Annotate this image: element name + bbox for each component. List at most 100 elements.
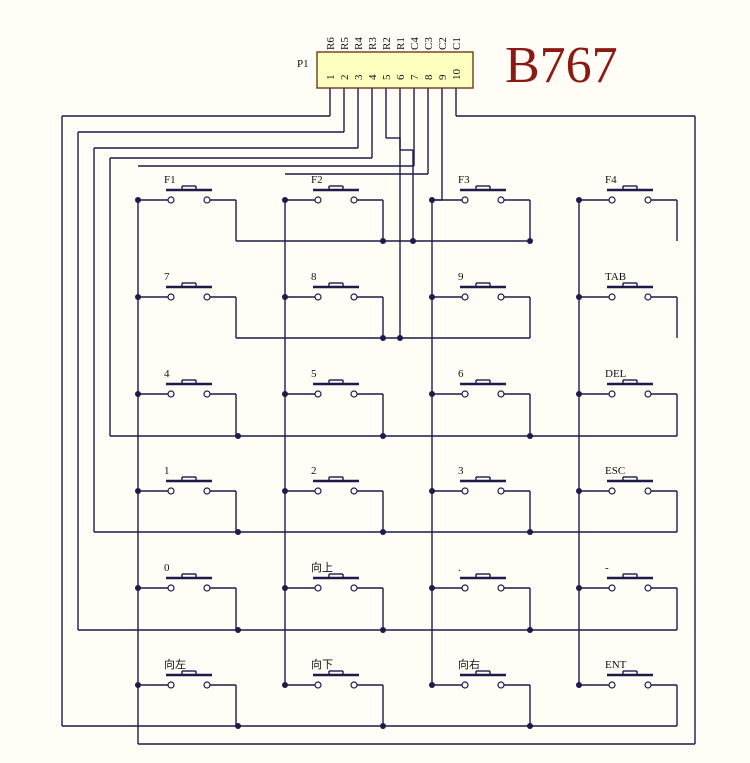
key-label: ESC	[605, 465, 625, 477]
key-label: 1	[164, 465, 170, 477]
contact	[350, 487, 358, 495]
pin-number: 9	[437, 74, 449, 80]
pin-number: 4	[367, 74, 379, 80]
contact	[350, 293, 358, 301]
wires	[61, 88, 696, 745]
contact	[644, 196, 652, 204]
key-5-2: 向右	[432, 657, 531, 726]
contact	[461, 293, 469, 301]
contact	[497, 681, 505, 689]
pin-number: 7	[409, 74, 421, 80]
contact	[167, 293, 175, 301]
contact	[203, 390, 211, 398]
key-label: 向左	[164, 657, 186, 671]
contact	[350, 390, 358, 398]
contact	[497, 487, 505, 495]
key-4-3: -	[579, 562, 678, 630]
pin-number: 8	[423, 74, 435, 80]
contact	[497, 293, 505, 301]
key-label: 向下	[311, 657, 333, 671]
key-5-1: 向下	[285, 657, 384, 726]
key-5-3: ENT	[579, 659, 678, 726]
pin-name: C1	[451, 37, 463, 50]
key-label: F3	[458, 174, 470, 186]
pin-name: R4	[353, 37, 365, 50]
key-1-3: TAB	[579, 271, 678, 338]
key-3-1: 2	[285, 465, 384, 532]
key-label: 0	[164, 562, 170, 574]
contact	[461, 681, 469, 689]
key-2-1: 5	[285, 368, 384, 436]
contact	[644, 584, 652, 592]
contact	[203, 584, 211, 592]
contact	[350, 196, 358, 204]
key-3-3: ESC	[579, 465, 678, 532]
key-2-0: 4	[138, 368, 237, 436]
key-label: F1	[164, 174, 176, 186]
pin-number: 5	[381, 74, 393, 80]
contact	[314, 293, 322, 301]
contact	[203, 293, 211, 301]
key-0-3: F4	[579, 174, 678, 241]
key-label: F4	[605, 174, 617, 186]
contact	[314, 196, 322, 204]
junction-dot	[397, 335, 403, 341]
contact	[350, 681, 358, 689]
key-0-1: F2	[285, 174, 384, 241]
key-label: F2	[311, 174, 323, 186]
key-label: ENT	[605, 659, 627, 671]
key-5-0: 向左	[138, 657, 237, 726]
key-label: 9	[458, 271, 464, 283]
contact	[644, 390, 652, 398]
key-1-2: 9	[432, 271, 531, 338]
contact	[497, 196, 505, 204]
contact	[461, 390, 469, 398]
contact	[167, 487, 175, 495]
key-label: TAB	[605, 271, 626, 283]
key-4-0: 0	[138, 562, 237, 630]
key-2-2: 6	[432, 368, 531, 436]
buttons: F1 F2 F3 F4 7 8 9 TAB 4 5 6 DEL 1 2 3 ESC 0 向上. - 向左 向下 向右 ENT	[138, 174, 678, 726]
pin-number: 2	[339, 75, 351, 81]
key-label: -	[605, 562, 609, 574]
key-0-2: F3	[432, 174, 531, 241]
contact	[497, 390, 505, 398]
key-4-2: .	[432, 562, 531, 630]
connector-designator: P1	[297, 58, 309, 70]
contact	[608, 584, 616, 592]
key-label: 6	[458, 368, 464, 380]
pin-name: R3	[367, 37, 379, 50]
pin-name: R1	[395, 37, 407, 50]
pin-number: 1	[325, 75, 337, 81]
key-0-0: F1	[138, 174, 237, 241]
key-label: 3	[458, 465, 464, 477]
key-1-1: 8	[285, 271, 384, 338]
key-4-1: 向上	[285, 560, 384, 630]
key-label: DEL	[605, 368, 627, 380]
pin-name: C2	[437, 37, 449, 50]
board-title: B767	[505, 37, 618, 94]
key-3-0: 1	[138, 465, 237, 532]
contact	[644, 487, 652, 495]
contact	[314, 584, 322, 592]
pin-number: 3	[353, 74, 365, 80]
pin-name: R5	[339, 37, 351, 50]
pin-name: C3	[423, 37, 435, 50]
contact	[167, 681, 175, 689]
key-label: 5	[311, 368, 317, 380]
contact	[203, 681, 211, 689]
contact	[167, 196, 175, 204]
junction-dot	[410, 238, 416, 244]
key-label: 7	[164, 271, 170, 283]
pin-number: 6	[395, 74, 407, 80]
contact	[167, 390, 175, 398]
contact	[497, 584, 505, 592]
pin-name: C4	[409, 37, 421, 50]
contact	[203, 196, 211, 204]
contact	[461, 584, 469, 592]
connector-body	[316, 51, 474, 89]
contact	[608, 390, 616, 398]
contact	[350, 584, 358, 592]
